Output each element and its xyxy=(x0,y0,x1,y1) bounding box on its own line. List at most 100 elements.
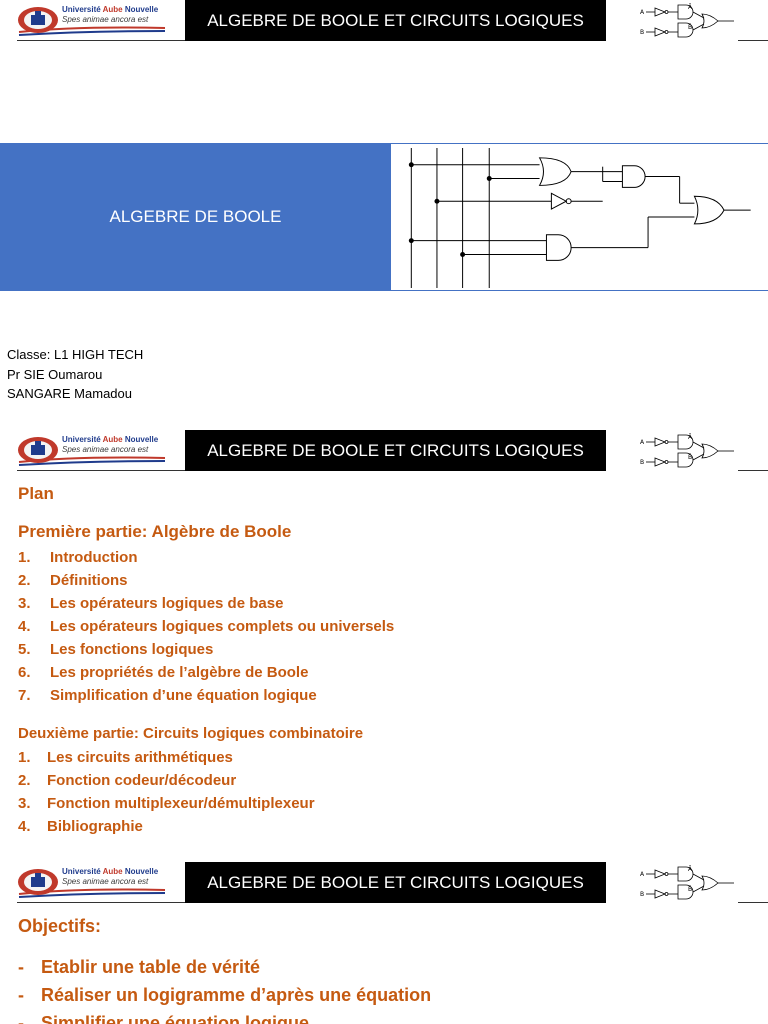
university-name: Université xyxy=(62,867,103,876)
part1-title: Première partie: Algèbre de Boole xyxy=(18,522,292,541)
logic-gates-icon: A B Ā B̄ xyxy=(640,866,734,900)
info-class: Classe: L1 HIGH TECH xyxy=(7,347,144,362)
university-seal-icon xyxy=(18,7,58,33)
list-item: 4. Les opérateurs logiques complets ou un… xyxy=(18,615,394,638)
part2-title: Deuxième partie: Circuits logiques combi… xyxy=(18,725,364,742)
gate-label-a: A xyxy=(640,439,645,446)
item-label: Etablir une table de vérité xyxy=(41,957,261,977)
gate-label-b-bar: B̄ xyxy=(688,886,692,893)
university-name-accent: Aube xyxy=(102,867,123,876)
header-rule-left xyxy=(17,902,185,903)
item-label: Les opérateurs logiques de base xyxy=(50,595,284,612)
part1-list: 1. Introduction 2. Définitions 3. Les opéra… xyxy=(18,546,394,707)
university-seal-icon xyxy=(18,869,58,895)
item-label: Les fonctions logiques xyxy=(50,641,214,658)
plan-title: Plan xyxy=(18,484,54,503)
part2-list: 1. Les circuits arithmétiques 2.Fonction … xyxy=(18,746,315,838)
gate-label-b: B xyxy=(640,29,644,36)
university-name-accent: Aube xyxy=(102,435,123,444)
university-name-end: Nouvelle xyxy=(122,435,159,444)
item-number: 4. xyxy=(18,818,31,835)
item-number: 4. xyxy=(18,618,31,635)
slide-header: Université Aube Nouvelle Spes animae anc… xyxy=(0,430,768,474)
header-rule-left xyxy=(17,40,185,41)
list-item: 7. Simplification d’une équation logique xyxy=(18,684,394,707)
list-item: -Etablir une table de vérité xyxy=(18,953,431,981)
university-logo: Université Aube Nouvelle Spes animae anc… xyxy=(17,434,167,470)
list-item: 3. Fonction multiplexeur/démultiplexeur xyxy=(18,792,315,815)
university-logo: Université Aube Nouvelle Spes animae anc… xyxy=(17,866,167,902)
university-name-end: Nouvelle xyxy=(122,5,159,14)
list-item: 4.Bibliographie xyxy=(18,815,315,838)
info-author: SANGARE Mamadou xyxy=(7,386,132,401)
header-rule-right xyxy=(738,40,768,41)
course-title: ALGEBRE DE BOOLE ET CIRCUITS LOGIQUES xyxy=(185,862,606,903)
list-item: 3. Les opérateurs logiques de base xyxy=(18,592,394,615)
list-item: 1. Les circuits arithmétiques xyxy=(18,746,315,769)
item-number: 6. xyxy=(18,664,31,681)
university-name-accent: Aube xyxy=(102,5,123,14)
logo-swoosh xyxy=(18,26,166,36)
university-name-end: Nouvelle xyxy=(122,867,159,876)
item-number: 7. xyxy=(18,687,31,704)
university-motto: Spes animae ancora est xyxy=(62,877,149,886)
university-logo: Université Aube Nouvelle Spes animae anc… xyxy=(17,4,167,40)
list-item: 2. Définitions xyxy=(18,569,394,592)
item-number: 1. xyxy=(18,549,31,566)
item-label: Fonction codeur/décodeur xyxy=(47,772,237,789)
item-dash: - xyxy=(18,1013,24,1024)
course-info: Classe: L1 HIGH TECH Pr SIE Oumarou SANG… xyxy=(7,345,143,404)
logo-swoosh xyxy=(18,888,166,898)
gate-label-b: B xyxy=(640,891,644,898)
item-label: Simplifier une équation logique xyxy=(41,1013,310,1024)
university-motto: Spes animae ancora est xyxy=(62,15,149,24)
item-number: 3. xyxy=(18,595,31,612)
list-item: 1. Introduction xyxy=(18,546,394,569)
list-item: -Réaliser un logigramme d’après une équa… xyxy=(18,981,431,1009)
slide-title: Université Aube Nouvelle Spes animae anc… xyxy=(0,0,768,420)
gate-label-a-bar: Ā xyxy=(688,866,693,873)
list-item: 2.Fonction codeur/décodeur xyxy=(18,769,315,792)
slide-objectives: Université Aube Nouvelle Spes animae anc… xyxy=(0,862,768,1024)
gate-label-a: A xyxy=(640,9,645,16)
logic-gates-icon: A B Ā B̄ xyxy=(640,4,734,38)
item-label: Les circuits arithmétiques xyxy=(47,749,233,766)
university-name: Université xyxy=(62,5,103,14)
slide-header: Université Aube Nouvelle Spes animae anc… xyxy=(0,862,768,906)
list-item: - Simplifier une équation logique xyxy=(18,1009,431,1024)
header-rule-right xyxy=(738,902,768,903)
item-label: Simplification d’une équation logique xyxy=(50,687,317,704)
item-label: Définitions xyxy=(50,572,128,589)
item-label: Réaliser un logigramme d’après une équat… xyxy=(41,985,432,1005)
item-label: Fonction multiplexeur/démultiplexeur xyxy=(47,795,315,812)
objectives-title: Objectifs: xyxy=(18,916,102,936)
gate-label-a-bar: Ā xyxy=(688,434,693,441)
header-rule-right xyxy=(738,470,768,471)
item-number: 2. xyxy=(18,572,31,589)
slide-header: Université Aube Nouvelle Spes animae anc… xyxy=(0,0,768,44)
gate-label-a: A xyxy=(640,871,645,878)
banner-title: ALGEBRE DE BOOLE xyxy=(0,143,391,291)
item-number: 3. xyxy=(18,795,31,812)
university-motto: Spes animae ancora est xyxy=(62,445,149,454)
logo-swoosh xyxy=(18,456,166,466)
item-number: 1. xyxy=(18,749,31,766)
info-professor: Pr SIE Oumarou xyxy=(7,366,103,382)
university-seal-icon xyxy=(18,437,58,463)
item-dash: - xyxy=(18,957,24,977)
gate-label-b: B xyxy=(640,459,644,466)
list-item: 6. Les propriétés de l’algèbre de Boole xyxy=(18,661,394,684)
logic-gates-icon: A B Ā B̄ xyxy=(640,434,734,468)
item-label: Les opérateurs logiques complets ou univ… xyxy=(50,618,395,635)
item-label: Les propriétés de l’algèbre de Boole xyxy=(50,664,309,681)
logic-circuit-diagram xyxy=(391,143,768,291)
course-title: ALGEBRE DE BOOLE ET CIRCUITS LOGIQUES xyxy=(185,430,606,471)
objectives-list: -Etablir une table de vérité -Réaliser u… xyxy=(18,953,431,1024)
header-rule-left xyxy=(17,470,185,471)
university-name: Université xyxy=(62,435,103,444)
item-label: Introduction xyxy=(50,549,138,566)
item-number: 5. xyxy=(18,641,31,658)
slide-plan: Université Aube Nouvelle Spes animae anc… xyxy=(0,430,768,850)
item-dash: - xyxy=(18,985,24,1005)
list-item: 5. Les fonctions logiques xyxy=(18,638,394,661)
